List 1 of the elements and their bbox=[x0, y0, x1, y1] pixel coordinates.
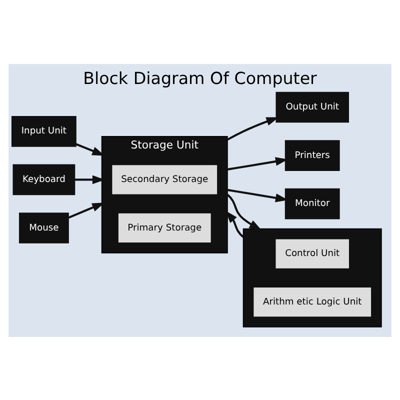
diagram-title: Block Diagram Of Computer bbox=[83, 68, 317, 88]
